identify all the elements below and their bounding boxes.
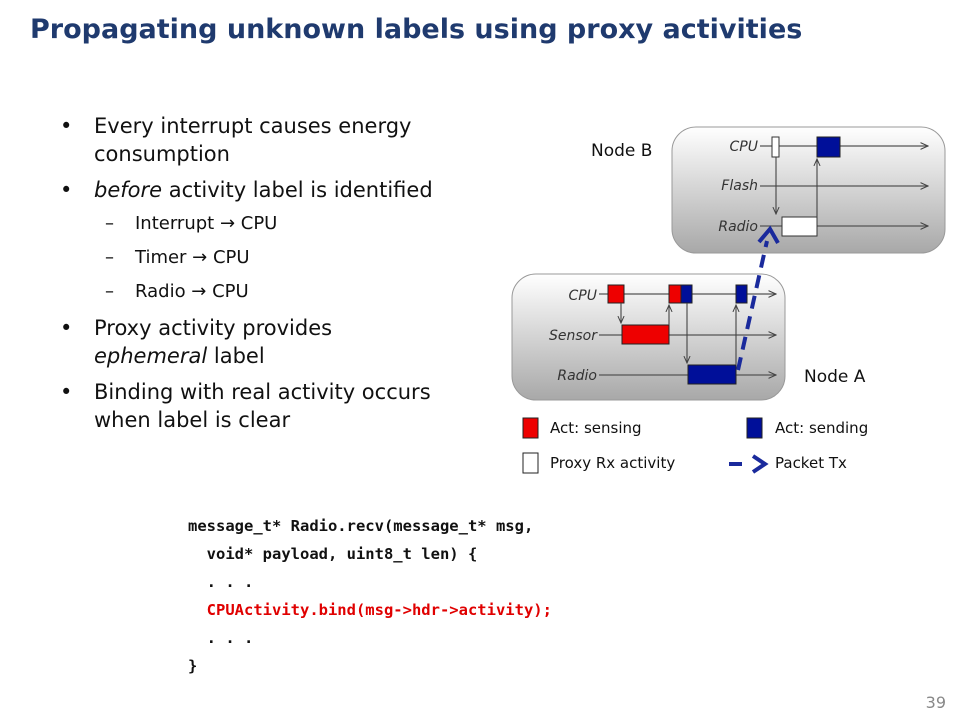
legend-packet-label: Packet Tx [775, 454, 847, 472]
node-a-cpu-sensing-block-2 [668, 284, 682, 304]
node-b-label: Node B [591, 141, 652, 161]
code-line: . . . [188, 573, 254, 591]
bullet-text: Timer → CPU [135, 247, 250, 268]
bullet-item: • Proxy activity provides ephemeral label [60, 314, 440, 370]
bullet-marker: • [60, 316, 73, 340]
packet-tx-dashed-line [736, 240, 769, 371]
bullet-item: –Timer → CPU [60, 246, 440, 270]
node-a-row-radio: Radio [557, 368, 597, 384]
legend-proxy-swatch [522, 452, 539, 474]
bullet-text: before [94, 178, 163, 202]
node-b-row-radio: Radio [718, 219, 758, 235]
node-a-row-sensor: Sensor [549, 328, 598, 344]
bullet-marker: – [105, 247, 114, 268]
bullet-item: • Every interrupt causes energy consumpti… [60, 112, 440, 168]
bullet-list: • Every interrupt causes energy consumpti… [60, 112, 440, 442]
bullet-marker: • [60, 178, 73, 202]
node-b-cpu-proxy-block [771, 136, 780, 158]
legend-sending-label: Act: sending [775, 419, 868, 437]
bullet-text: activity label is identified [162, 178, 433, 202]
bullet-marker: – [105, 213, 114, 234]
node-a-radio-sending-block [687, 364, 737, 385]
bullet-text: Binding with real activity occurs when l… [94, 380, 431, 432]
bullet-marker: – [105, 281, 114, 302]
bullet-item: –Interrupt → CPU [60, 212, 440, 236]
legend-packet-arrowhead [751, 454, 769, 474]
node-a-label: Node A [804, 367, 866, 387]
node-a-cpu-sending-block-2 [735, 284, 748, 304]
node-b-cpu-sending-block [816, 136, 841, 158]
code-line: message_t* Radio.recv(message_t* msg, [188, 517, 534, 535]
bullet-marker: • [60, 380, 73, 404]
packet-tx-arrowhead [757, 225, 780, 244]
legend-proxy-label: Proxy Rx activity [550, 454, 675, 472]
node-a-row-cpu: CPU [569, 288, 597, 304]
code-line: } [188, 657, 198, 675]
node-b-box [671, 126, 946, 254]
page-number: 39 [925, 693, 946, 712]
code-line: CPUActivity.bind(msg->hdr->activity); [188, 601, 552, 619]
code-line: void* payload, uint8_t len) { [188, 545, 478, 563]
node-a-cpu-sensing-block-1 [607, 284, 625, 304]
bullet-item: • Binding with real activity occurs when … [60, 378, 440, 434]
bullet-marker: • [60, 114, 73, 138]
node-a-cpu-sending-block-1 [680, 284, 693, 304]
node-a-sensor-sensing-block [621, 324, 670, 345]
code-block: message_t* Radio.recv(message_t* msg, vo… [188, 512, 552, 680]
bullet-text: label [207, 344, 265, 368]
bullet-item: –Radio → CPU [60, 280, 440, 304]
legend-sensing-swatch [522, 417, 539, 439]
bullet-text: Interrupt → CPU [135, 213, 278, 234]
bullet-text: Radio → CPU [135, 281, 249, 302]
bullet-text: Proxy activity provides [94, 316, 333, 340]
bullet-text: Every interrupt causes energy consumptio… [94, 114, 412, 166]
bullet-text: ephemeral [94, 344, 208, 368]
node-b-row-cpu: CPU [730, 139, 758, 155]
legend-sensing-label: Act: sensing [550, 419, 642, 437]
bullet-item: • before activity label is identified [60, 176, 440, 204]
slide-title: Propagating unknown labels using proxy a… [30, 14, 803, 45]
code-line: . . . [188, 629, 254, 647]
node-b-row-flash: Flash [721, 178, 758, 194]
legend-sending-swatch [746, 417, 763, 439]
node-b-radio-proxy-block [781, 216, 818, 237]
